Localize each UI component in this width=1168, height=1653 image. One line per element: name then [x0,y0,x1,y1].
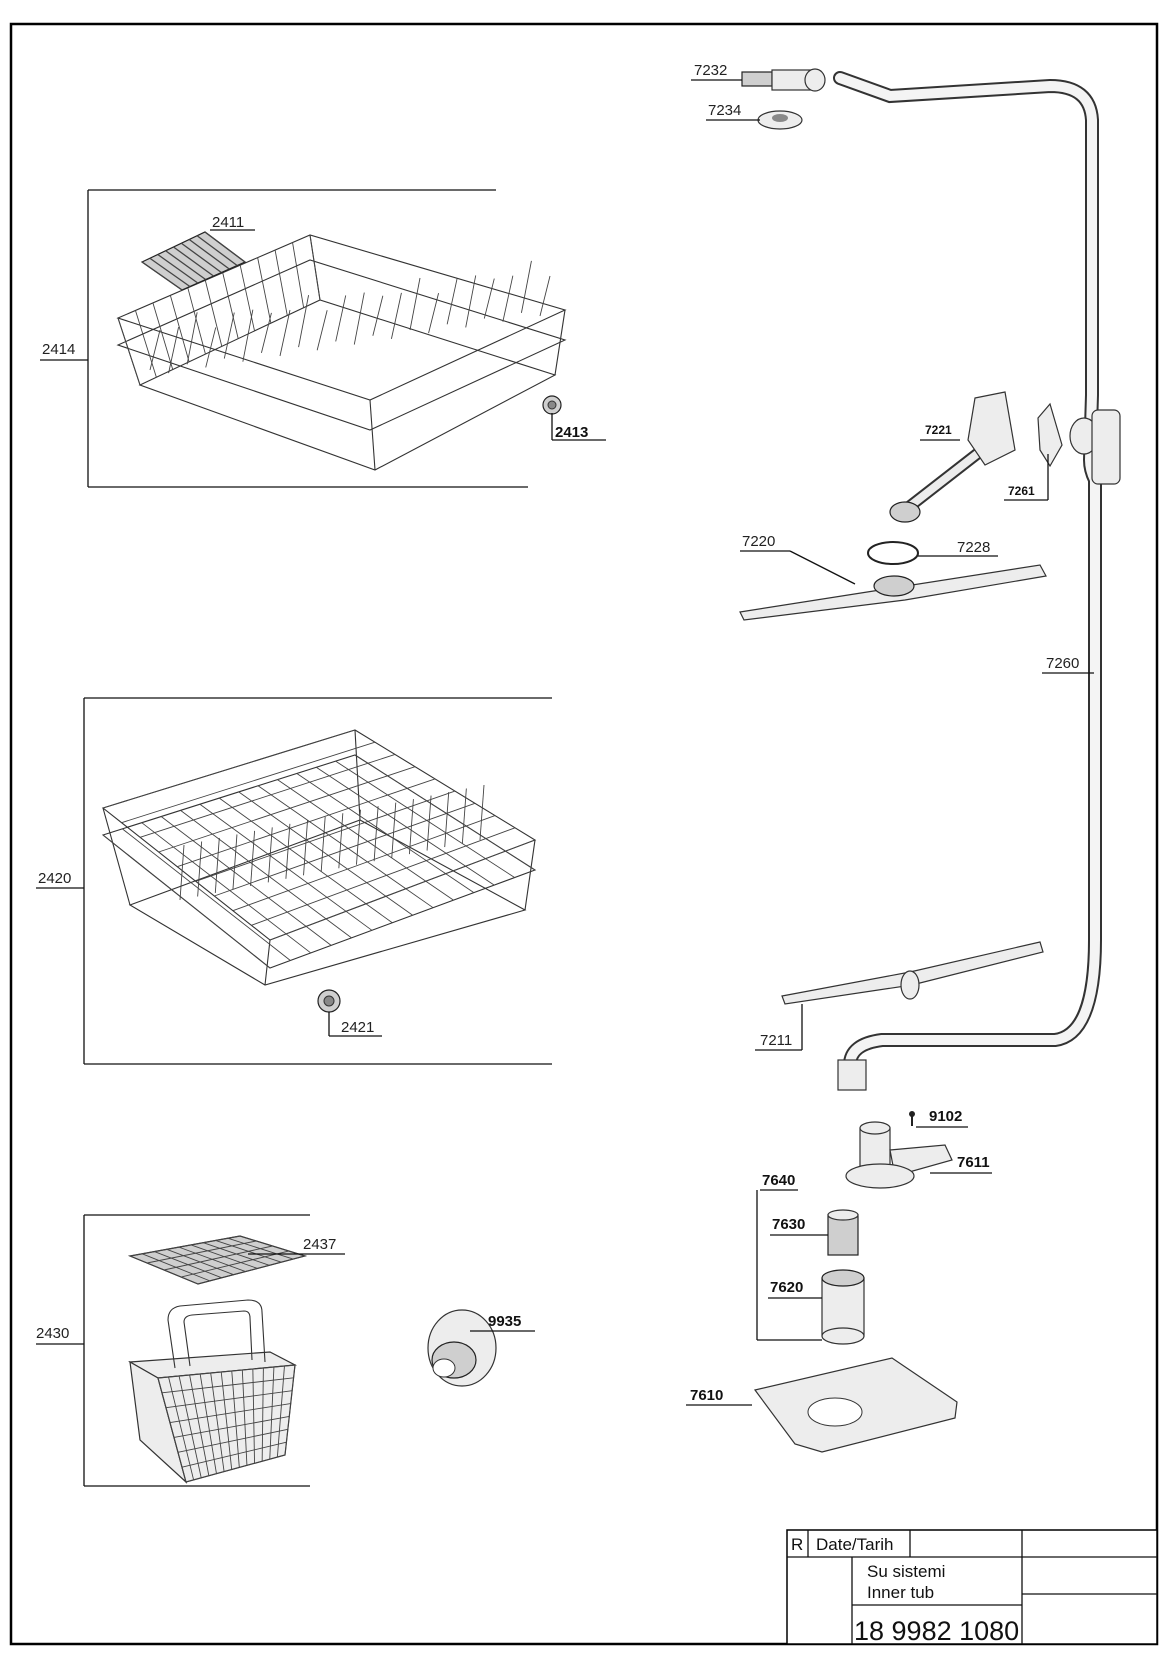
label-7228: 7228 [957,539,990,556]
leader-lines [686,79,1094,1406]
label-7232: 7232 [694,62,727,79]
upper-basket-group [40,189,606,488]
label-9935: 9935 [488,1313,521,1330]
cutlery-basket-drawing [127,1235,308,1484]
label-7630: 7630 [772,1216,805,1233]
document-number: 18 9982 1080 [854,1616,1019,1646]
label-2411: 2411 [212,214,244,231]
label-7220: 7220 [742,533,775,550]
label-7221: 7221 [925,423,952,437]
label-2413: 2413 [555,424,588,441]
title-turkish: Su sistemi [867,1562,945,1581]
lower-basket-drawing [101,729,537,1013]
label-7261: 7261 [1008,484,1035,498]
lower-basket-group [36,697,552,1065]
label-9102: 9102 [929,1108,962,1125]
callout-labels: 2411 2414 2413 2420 2421 2430 2437 9935 … [36,62,1079,1404]
part-9935-drawing [427,1309,497,1387]
date-label: Date/Tarih [816,1535,893,1554]
label-7610: 7610 [690,1387,723,1404]
label-7211: 7211 [760,1032,792,1049]
title-block: R Date/Tarih Su sistemi Inner tub 18 998… [786,1529,1158,1646]
revision-label: R [791,1535,803,1554]
label-7640: 7640 [762,1172,795,1189]
label-7260: 7260 [1046,655,1079,672]
label-2414: 2414 [42,341,75,358]
upper-basket-drawing [116,231,567,471]
label-2421: 2421 [341,1019,374,1036]
cutlery-basket-group [36,1214,345,1487]
title-english: Inner tub [867,1583,934,1602]
label-7620: 7620 [770,1279,803,1296]
label-2420: 2420 [38,870,71,887]
label-2437: 2437 [303,1236,336,1253]
label-7611: 7611 [957,1154,990,1171]
drawing-frame [9,22,1159,1646]
label-7234: 7234 [708,102,741,119]
label-2430: 2430 [36,1325,69,1342]
water-system-drawing [739,68,1121,1453]
